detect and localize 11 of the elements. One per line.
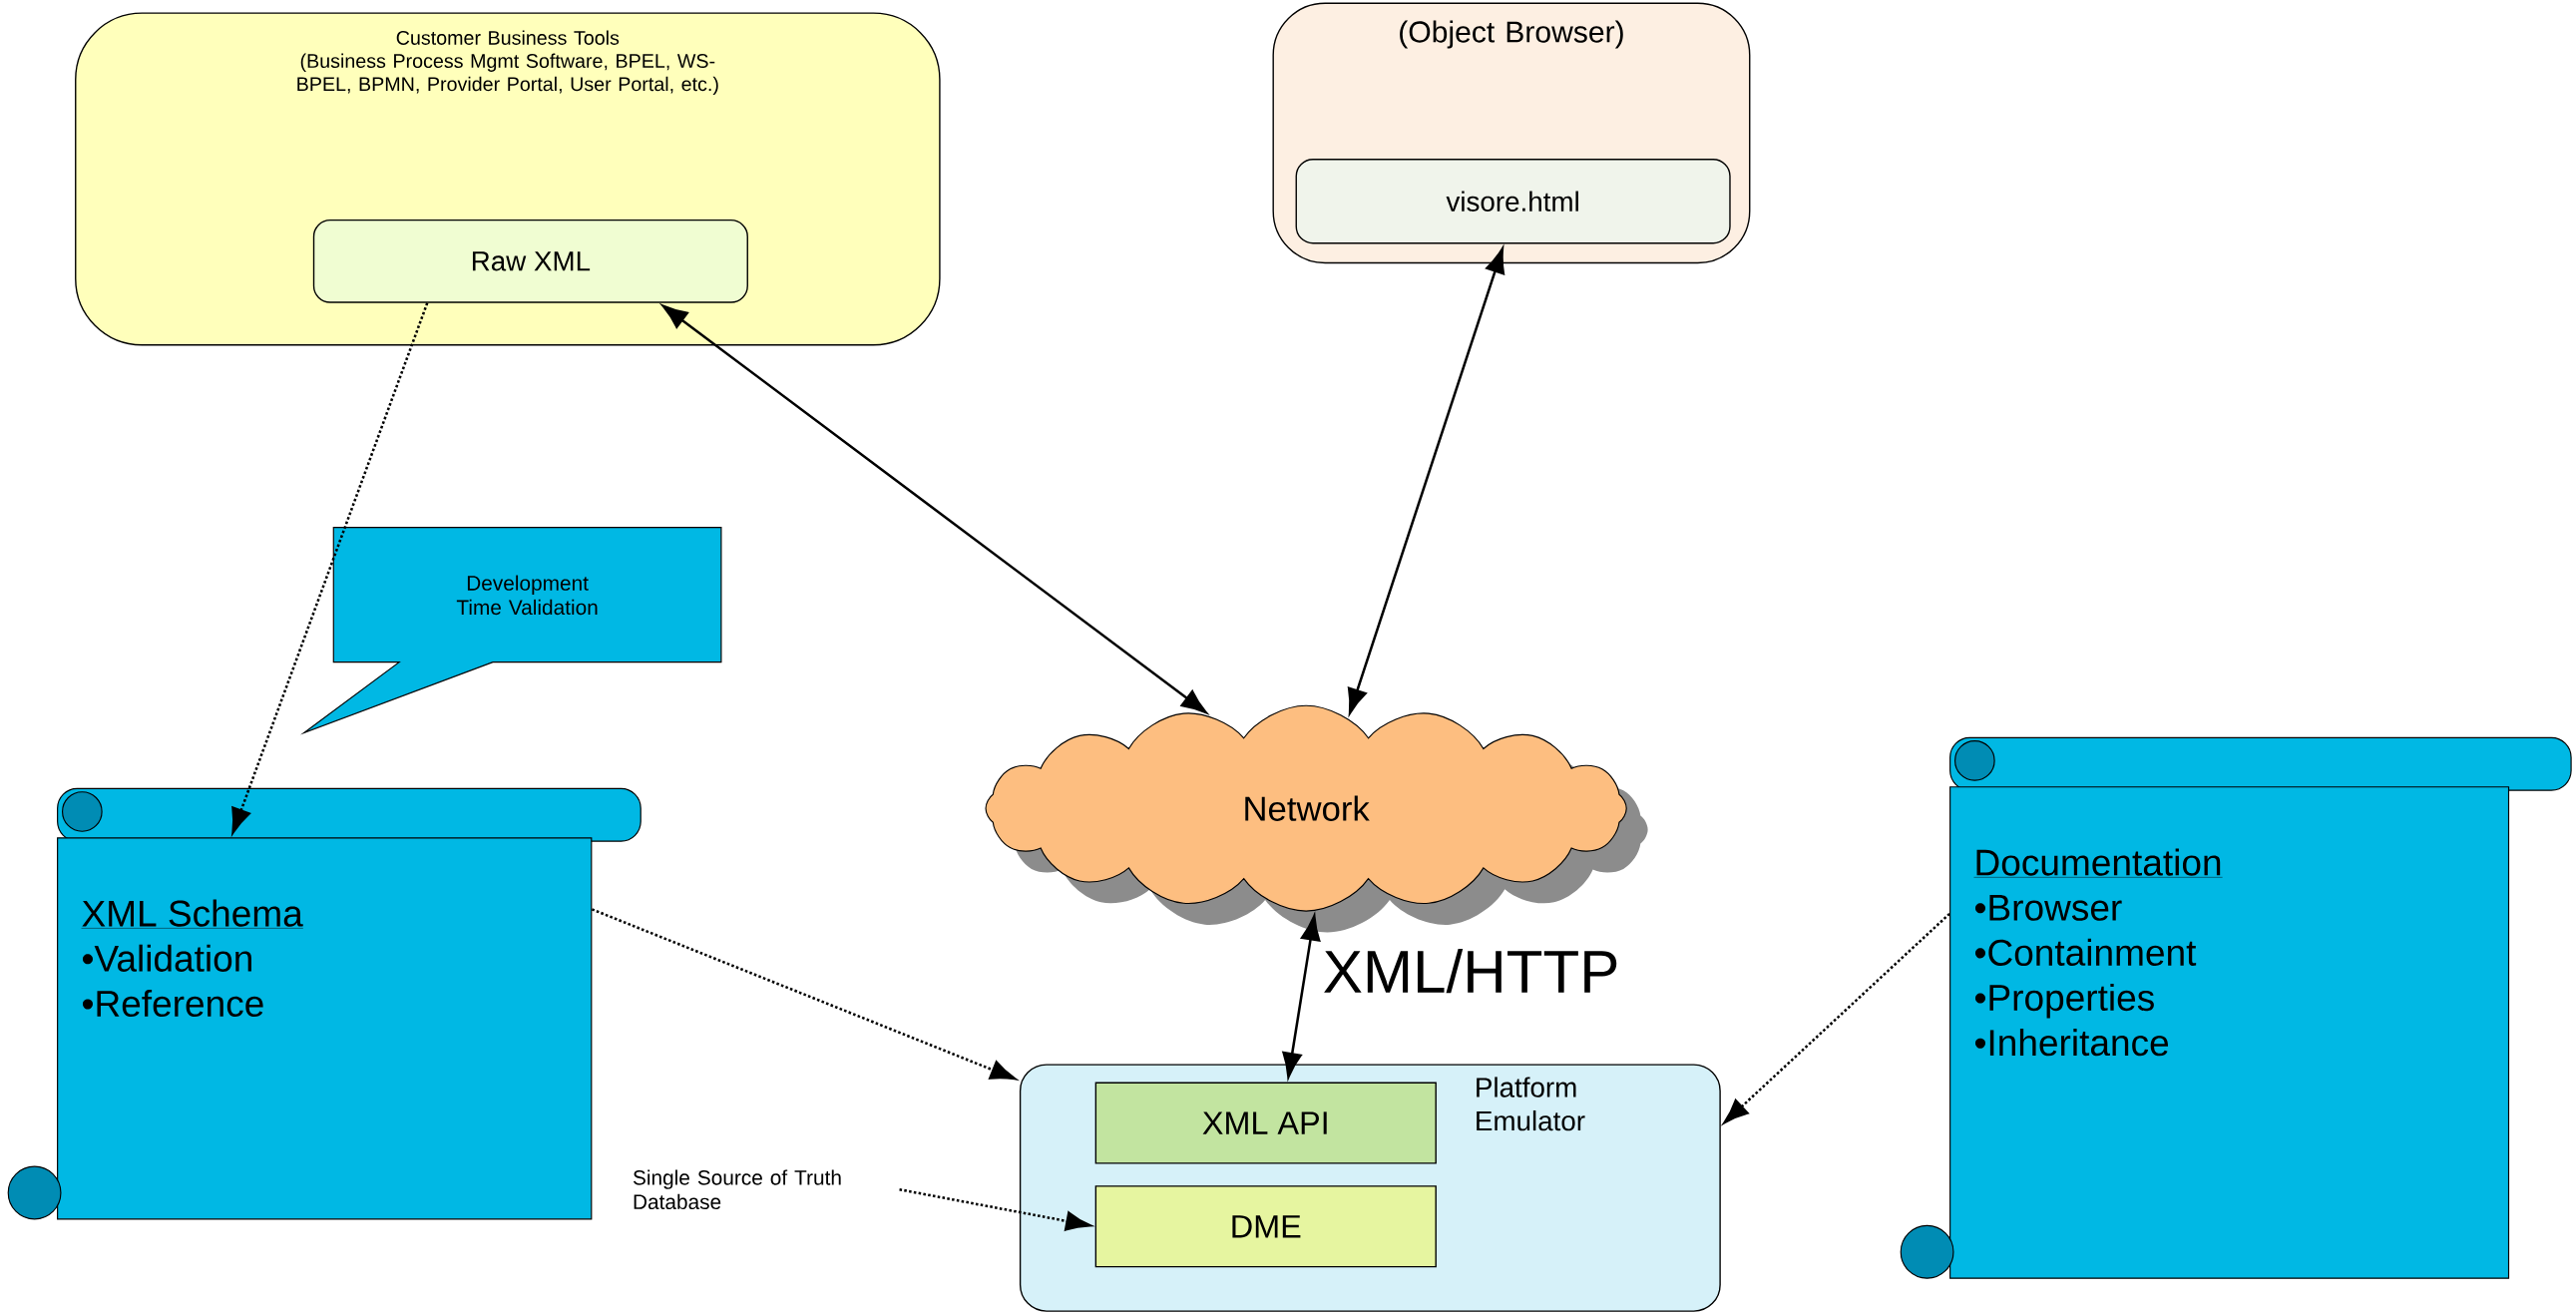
process-box: DME [1094, 1185, 1437, 1268]
process-box: Raw XML [312, 219, 748, 303]
speech-callout: Development Time Validation [300, 527, 722, 735]
process-box: XML API [1094, 1082, 1437, 1164]
network-cloud: Network [985, 704, 1648, 933]
arrow [591, 908, 1017, 1081]
arrow [661, 304, 1207, 714]
arrow [231, 302, 429, 834]
arrow [1723, 912, 1950, 1124]
edge-label: XML/HTTP [1324, 949, 1617, 994]
process-box: visore.html [1295, 159, 1731, 244]
